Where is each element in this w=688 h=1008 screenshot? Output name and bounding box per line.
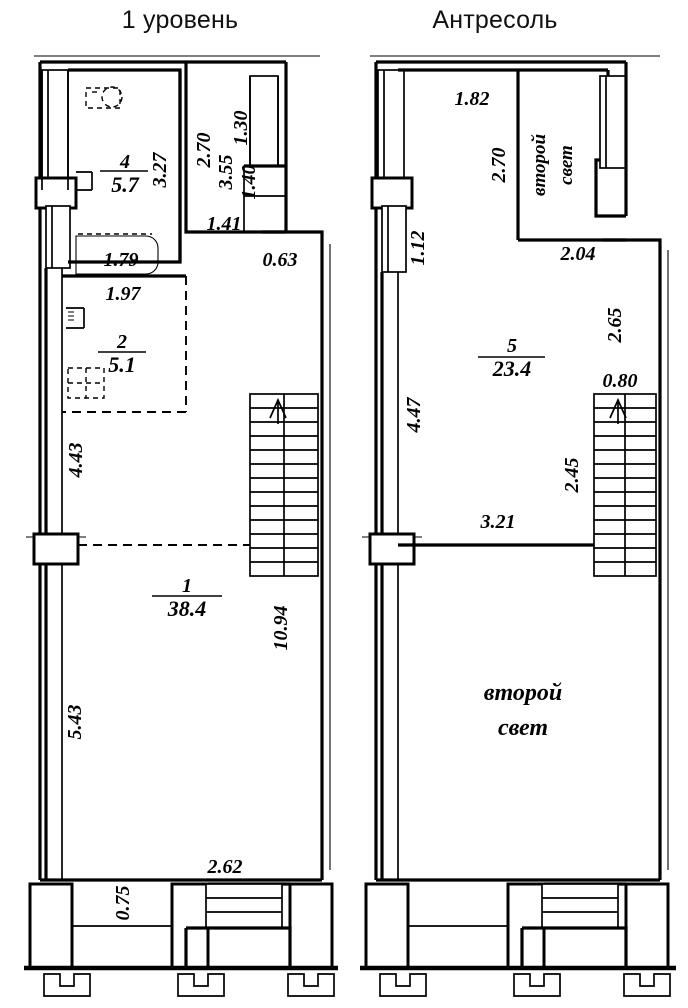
left-dim-3-27: 3.27 xyxy=(149,152,171,189)
right-stair-up-arrow-icon xyxy=(609,397,627,424)
right-dim-2-65: 2.65 xyxy=(604,308,626,344)
left-entry-porch-outline xyxy=(186,926,292,968)
right-outer-east-wall xyxy=(602,238,662,880)
right-label-second-light-top: второй свет xyxy=(529,134,577,196)
left-window-lower xyxy=(45,205,71,269)
left-staircase xyxy=(249,393,319,577)
right-dim-2-70: 2.70 xyxy=(488,148,510,184)
right-dim-2-45: 2.45 xyxy=(561,458,583,494)
left-bathtub-icon xyxy=(75,233,159,275)
right-entry-pier-mid xyxy=(506,882,546,970)
left-entry-pier-east xyxy=(288,882,334,970)
left-plan-group: 4 5.7 2 5.1 1 38.4 1.30 2.70 3.55 1.40 3… xyxy=(24,55,338,997)
left-dim-4-43: 4.43 xyxy=(65,443,87,479)
right-entry-pier-east xyxy=(624,882,670,970)
right-room5-number: 5 xyxy=(507,335,517,357)
left-room2-number: 2 xyxy=(116,331,127,353)
left-dim-5-43: 5.43 xyxy=(64,705,86,740)
right-window-lower xyxy=(381,205,407,273)
left-entrance-assembly xyxy=(24,878,338,997)
left-room2-area: 5.1 xyxy=(108,352,136,377)
right-label-second-light-top-line2: свет xyxy=(556,145,577,185)
right-entry-pier-west xyxy=(364,882,410,970)
right-footing-mid xyxy=(513,973,561,997)
right-column-mid-west xyxy=(368,532,416,566)
plan-title-mezzanine: Антресоль xyxy=(432,6,558,34)
left-outer-east-wall xyxy=(262,230,324,880)
left-window-north-east xyxy=(249,75,279,167)
left-dim-1-79: 1.79 xyxy=(104,249,139,271)
left-window-ne-frame xyxy=(249,76,279,166)
left-niche-outline xyxy=(184,62,286,234)
right-footing-west xyxy=(379,973,427,997)
left-dim-2-70: 2.70 xyxy=(193,133,215,169)
left-entry-pier-mid xyxy=(170,882,210,970)
right-west-wall-assembly xyxy=(370,69,414,273)
right-entry-steps-icon xyxy=(541,883,619,929)
left-footing-west xyxy=(43,973,91,997)
left-dim-3-55: 3.55 xyxy=(215,155,237,191)
right-dim-1-82: 1.82 xyxy=(455,88,490,110)
right-dim-3-21: 3.21 xyxy=(480,511,516,533)
left-window-upper xyxy=(41,69,69,191)
left-room1-number: 1 xyxy=(182,575,192,597)
left-dim-0-63: 0.63 xyxy=(263,249,298,271)
left-dim-0-75: 0.75 xyxy=(112,886,134,921)
left-room4-number: 4 xyxy=(119,151,130,173)
left-window-upper-frame xyxy=(41,70,69,190)
right-dim-4-47: 4.47 xyxy=(403,397,425,434)
right-dim-0-80: 0.80 xyxy=(603,370,638,392)
right-dim-1-12: 1.12 xyxy=(407,231,429,266)
left-room1-area: 38.4 xyxy=(167,596,207,621)
right-dim-2-04: 2.04 xyxy=(560,243,596,265)
right-window-upper xyxy=(377,69,405,183)
right-room5-area: 23.4 xyxy=(492,356,532,381)
right-label-second-light-bottom-line2: свет xyxy=(498,715,548,741)
left-west-wall-assembly xyxy=(34,69,78,269)
left-room4-area: 5.7 xyxy=(111,172,140,197)
left-dim-1-40: 1.40 xyxy=(238,165,260,200)
right-footing-east xyxy=(623,973,671,997)
left-entry-pier-west xyxy=(28,882,74,970)
left-footing-mid xyxy=(177,973,225,997)
right-label-second-light-bottom: второй свет xyxy=(484,680,562,741)
left-dim-2-62: 2.62 xyxy=(207,856,243,878)
left-room4-door-icon xyxy=(76,171,93,191)
right-staircase xyxy=(593,393,657,577)
right-label-second-light-bottom-line1: второй xyxy=(484,680,562,706)
left-room2-appliance-icon xyxy=(67,367,105,399)
left-footing-east xyxy=(287,973,335,997)
right-plan-group: 5 23.4 второй свет второй свет 1.82 2.70… xyxy=(360,55,676,997)
left-room4-fixture-icon xyxy=(85,86,123,109)
plan-title-level-1: 1 уровень xyxy=(121,6,239,34)
left-dim-10-94: 10.94 xyxy=(270,606,292,651)
left-dim-1-30: 1.30 xyxy=(230,111,252,146)
left-column-mid-west xyxy=(32,532,80,566)
left-room2-door-icon xyxy=(66,307,85,329)
left-dim-1-97: 1.97 xyxy=(106,283,142,305)
left-entry-steps-icon xyxy=(205,883,283,929)
left-stair-up-arrow-icon xyxy=(269,397,287,424)
right-column-west xyxy=(370,176,414,210)
right-entrance-assembly xyxy=(360,878,676,997)
left-dim-1-41: 1.41 xyxy=(207,213,242,235)
right-label-second-light-top-line1: второй xyxy=(529,134,550,196)
right-entry-porch-outline xyxy=(522,926,628,968)
right-window-north-east xyxy=(599,75,627,169)
